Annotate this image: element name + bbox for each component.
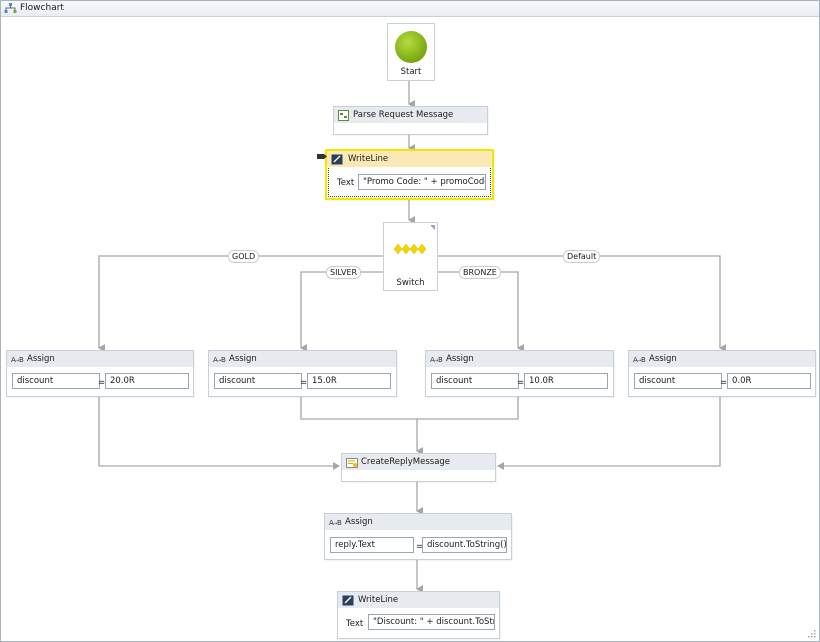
case-bronze-tag[interactable]: BRONZE bbox=[459, 266, 501, 279]
svg-text:A: A bbox=[633, 356, 638, 364]
assign-silver-equals: = bbox=[300, 378, 308, 388]
assign-default-label: Assign bbox=[649, 354, 677, 364]
svg-text:B: B bbox=[19, 356, 24, 364]
svg-text:A: A bbox=[329, 519, 334, 527]
edge-assign2-reply bbox=[300, 396, 423, 455]
start-label: Start bbox=[400, 67, 422, 77]
edge-assign4-reply bbox=[497, 396, 721, 470]
switch-node[interactable]: Switch bbox=[383, 222, 438, 291]
writeline-icon bbox=[331, 154, 343, 168]
assign-bronze-label: Assign bbox=[446, 354, 474, 364]
assign-bronze-equals: = bbox=[517, 378, 525, 388]
edge-gold bbox=[98, 255, 383, 352]
assign-gold-equals: = bbox=[98, 378, 106, 388]
assign-default-activity[interactable]: A→B Assign discount = 0.0R bbox=[628, 350, 816, 397]
assign-bronze-value-field[interactable]: 10.0R bbox=[524, 373, 608, 389]
writeline-discount-text-label: Text bbox=[346, 619, 364, 629]
svg-text:B: B bbox=[438, 356, 443, 364]
start-circle-icon bbox=[395, 31, 427, 63]
parse-request-label: Parse Request Message bbox=[353, 110, 454, 120]
parse-request-activity[interactable]: Parse Request Message bbox=[333, 106, 488, 135]
assign-icon: A→B bbox=[430, 354, 444, 367]
svg-text:→: → bbox=[637, 358, 641, 364]
assign-gold-value-field[interactable]: 20.0R bbox=[105, 373, 189, 389]
edge-assign1-reply bbox=[98, 396, 340, 470]
switch-label: Switch bbox=[396, 278, 425, 288]
edge-bronze bbox=[437, 271, 524, 352]
svg-text:B: B bbox=[337, 519, 342, 527]
svg-text:B: B bbox=[641, 356, 646, 364]
writeline-discount-label: WriteLine bbox=[358, 595, 399, 605]
edge-assign3-reply bbox=[417, 396, 519, 420]
svg-text:→: → bbox=[434, 358, 438, 364]
writeline-promo-label: WriteLine bbox=[348, 154, 389, 164]
writeline-promo-text-field[interactable]: "Promo Code: " + promoCode bbox=[358, 174, 486, 190]
switch-diamonds-icon bbox=[394, 243, 427, 255]
svg-text:A: A bbox=[430, 356, 435, 364]
assign-icon: A→B bbox=[329, 517, 343, 530]
start-node[interactable]: Start bbox=[387, 23, 435, 81]
invoke-method-icon bbox=[338, 110, 349, 124]
case-default-tag[interactable]: Default bbox=[563, 250, 601, 263]
writeline-promo-activity[interactable]: WriteLine Text "Promo Code: " + promoCod… bbox=[325, 149, 494, 200]
assign-reply-to-field[interactable]: reply.Text bbox=[330, 537, 414, 553]
assign-default-value-field[interactable]: 0.0R bbox=[727, 373, 811, 389]
assign-silver-value-field[interactable]: 15.0R bbox=[307, 373, 391, 389]
writeline-discount-text-field[interactable]: "Discount: " + discount.ToString bbox=[368, 614, 495, 630]
writeline-promo-text-label: Text bbox=[337, 178, 355, 188]
writeline-discount-activity[interactable]: WriteLine Text "Discount: " + discount.T… bbox=[337, 591, 500, 639]
assign-reply-value-field[interactable]: discount.ToString() bbox=[422, 537, 507, 553]
assign-reply-label: Assign bbox=[345, 517, 373, 527]
svg-text:→: → bbox=[217, 358, 221, 364]
assign-silver-activity[interactable]: A→B Assign discount = 15.0R bbox=[208, 350, 397, 397]
svg-text:→: → bbox=[333, 521, 337, 527]
case-silver-tag[interactable]: SILVER bbox=[326, 266, 362, 279]
assign-gold-activity[interactable]: A→B Assign discount = 20.0R bbox=[6, 350, 194, 397]
case-gold-tag[interactable]: GOLD bbox=[228, 250, 260, 263]
resize-grip-icon[interactable] bbox=[808, 630, 816, 638]
assign-silver-label: Assign bbox=[229, 354, 257, 364]
assign-default-to-field[interactable]: discount bbox=[634, 373, 722, 389]
assign-bronze-activity[interactable]: A→B Assign discount = 10.0R bbox=[425, 350, 614, 397]
svg-text:B: B bbox=[221, 356, 226, 364]
assign-silver-to-field[interactable]: discount bbox=[214, 373, 302, 389]
corner-marker-icon bbox=[430, 225, 435, 230]
designer-title-bar: Flowchart bbox=[1, 1, 819, 17]
reply-message-icon bbox=[346, 457, 358, 471]
assign-default-equals: = bbox=[720, 378, 728, 388]
create-reply-activity[interactable]: CreateReplyMessage bbox=[341, 453, 496, 482]
assign-icon: A→B bbox=[213, 354, 227, 367]
svg-text:A: A bbox=[213, 356, 218, 364]
writeline-icon bbox=[342, 595, 354, 609]
create-reply-label: CreateReplyMessage bbox=[361, 457, 451, 467]
designer-title: Flowchart bbox=[20, 3, 64, 13]
assign-gold-to-field[interactable]: discount bbox=[12, 373, 100, 389]
assign-icon: A→B bbox=[633, 354, 647, 367]
flowchart-icon bbox=[4, 3, 17, 17]
assign-icon: A→B bbox=[11, 354, 25, 367]
edge-default bbox=[437, 255, 726, 352]
assign-reply-equals: = bbox=[416, 542, 424, 552]
assign-gold-label: Assign bbox=[27, 354, 55, 364]
edge-silver bbox=[300, 271, 383, 352]
svg-text:A: A bbox=[11, 356, 16, 364]
assign-bronze-to-field[interactable]: discount bbox=[431, 373, 519, 389]
assign-reply-activity[interactable]: A→B Assign reply.Text = discount.ToStrin… bbox=[324, 513, 512, 560]
selection-drag-handle-icon[interactable] bbox=[317, 153, 327, 163]
svg-text:→: → bbox=[15, 358, 19, 364]
